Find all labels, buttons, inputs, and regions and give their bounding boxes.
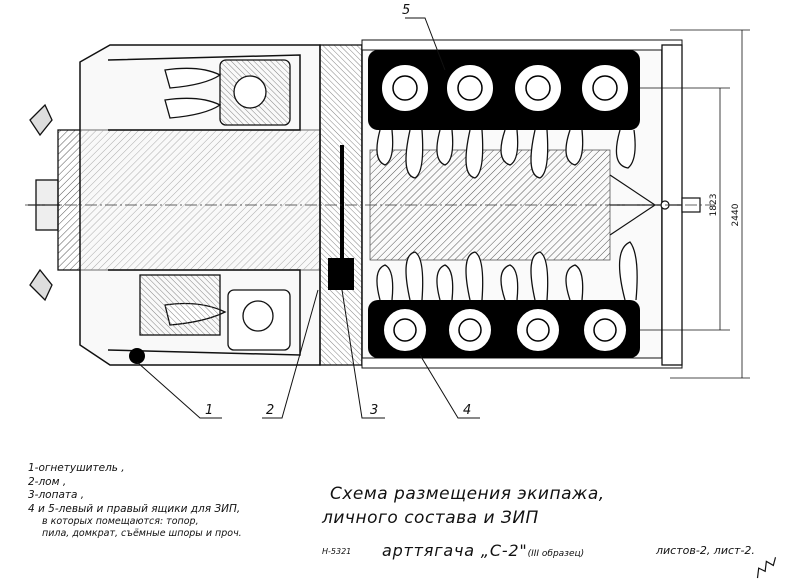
legend-line-4: 4 и 5-левый и правый ящики для ЗИП, xyxy=(28,502,241,515)
track-guard-top xyxy=(361,39,683,51)
callout-5: 5 xyxy=(402,3,410,18)
legend-line-1: 1-огнетушитель , xyxy=(28,462,125,474)
dimension-2440: 2440 xyxy=(731,203,741,226)
front-hooks xyxy=(28,103,60,302)
drawing-code: Н-5321 xyxy=(322,547,352,556)
legend-line-2: 2-лом , xyxy=(28,475,67,488)
title-line-3: арттягача „С-2"(III образец) xyxy=(382,541,584,560)
fire-extinguisher xyxy=(129,348,145,364)
legend-line-3: 3-лопата , xyxy=(28,489,85,501)
dimension-1823: 1823 xyxy=(709,194,719,217)
spare-parts-box-left xyxy=(368,300,640,358)
callout-4: 4 xyxy=(463,403,471,418)
callout-1: 1 xyxy=(205,403,213,418)
signature xyxy=(750,554,784,583)
crew-seats xyxy=(139,59,291,351)
callout-3: 3 xyxy=(370,403,378,418)
dimension-lines xyxy=(640,29,750,379)
title-line-2: личного состава и ЗИП xyxy=(322,508,539,528)
title-vehicle: арттягача „С-2" xyxy=(382,541,528,560)
shovel xyxy=(328,258,354,290)
title-line-1: Схема размещения экипажа, xyxy=(330,484,605,504)
title-variant: (III образец) xyxy=(527,549,585,559)
callout-2: 2 xyxy=(266,403,274,418)
legend-line-6: пила, домкрат, съёмные шпоры и проч. xyxy=(42,528,242,539)
track-guard-bottom xyxy=(361,357,683,369)
legend: 1-огнетушитель , 2-лом , 3-лопата , 4 и … xyxy=(28,462,242,540)
callout-leaders xyxy=(136,17,480,419)
spare-parts-box-right xyxy=(368,50,640,130)
troop-legs xyxy=(376,129,638,301)
sheet-info: листов-2, лист-2. xyxy=(656,544,755,557)
legend-line-5: в которых помещаются: топор, xyxy=(42,516,199,527)
